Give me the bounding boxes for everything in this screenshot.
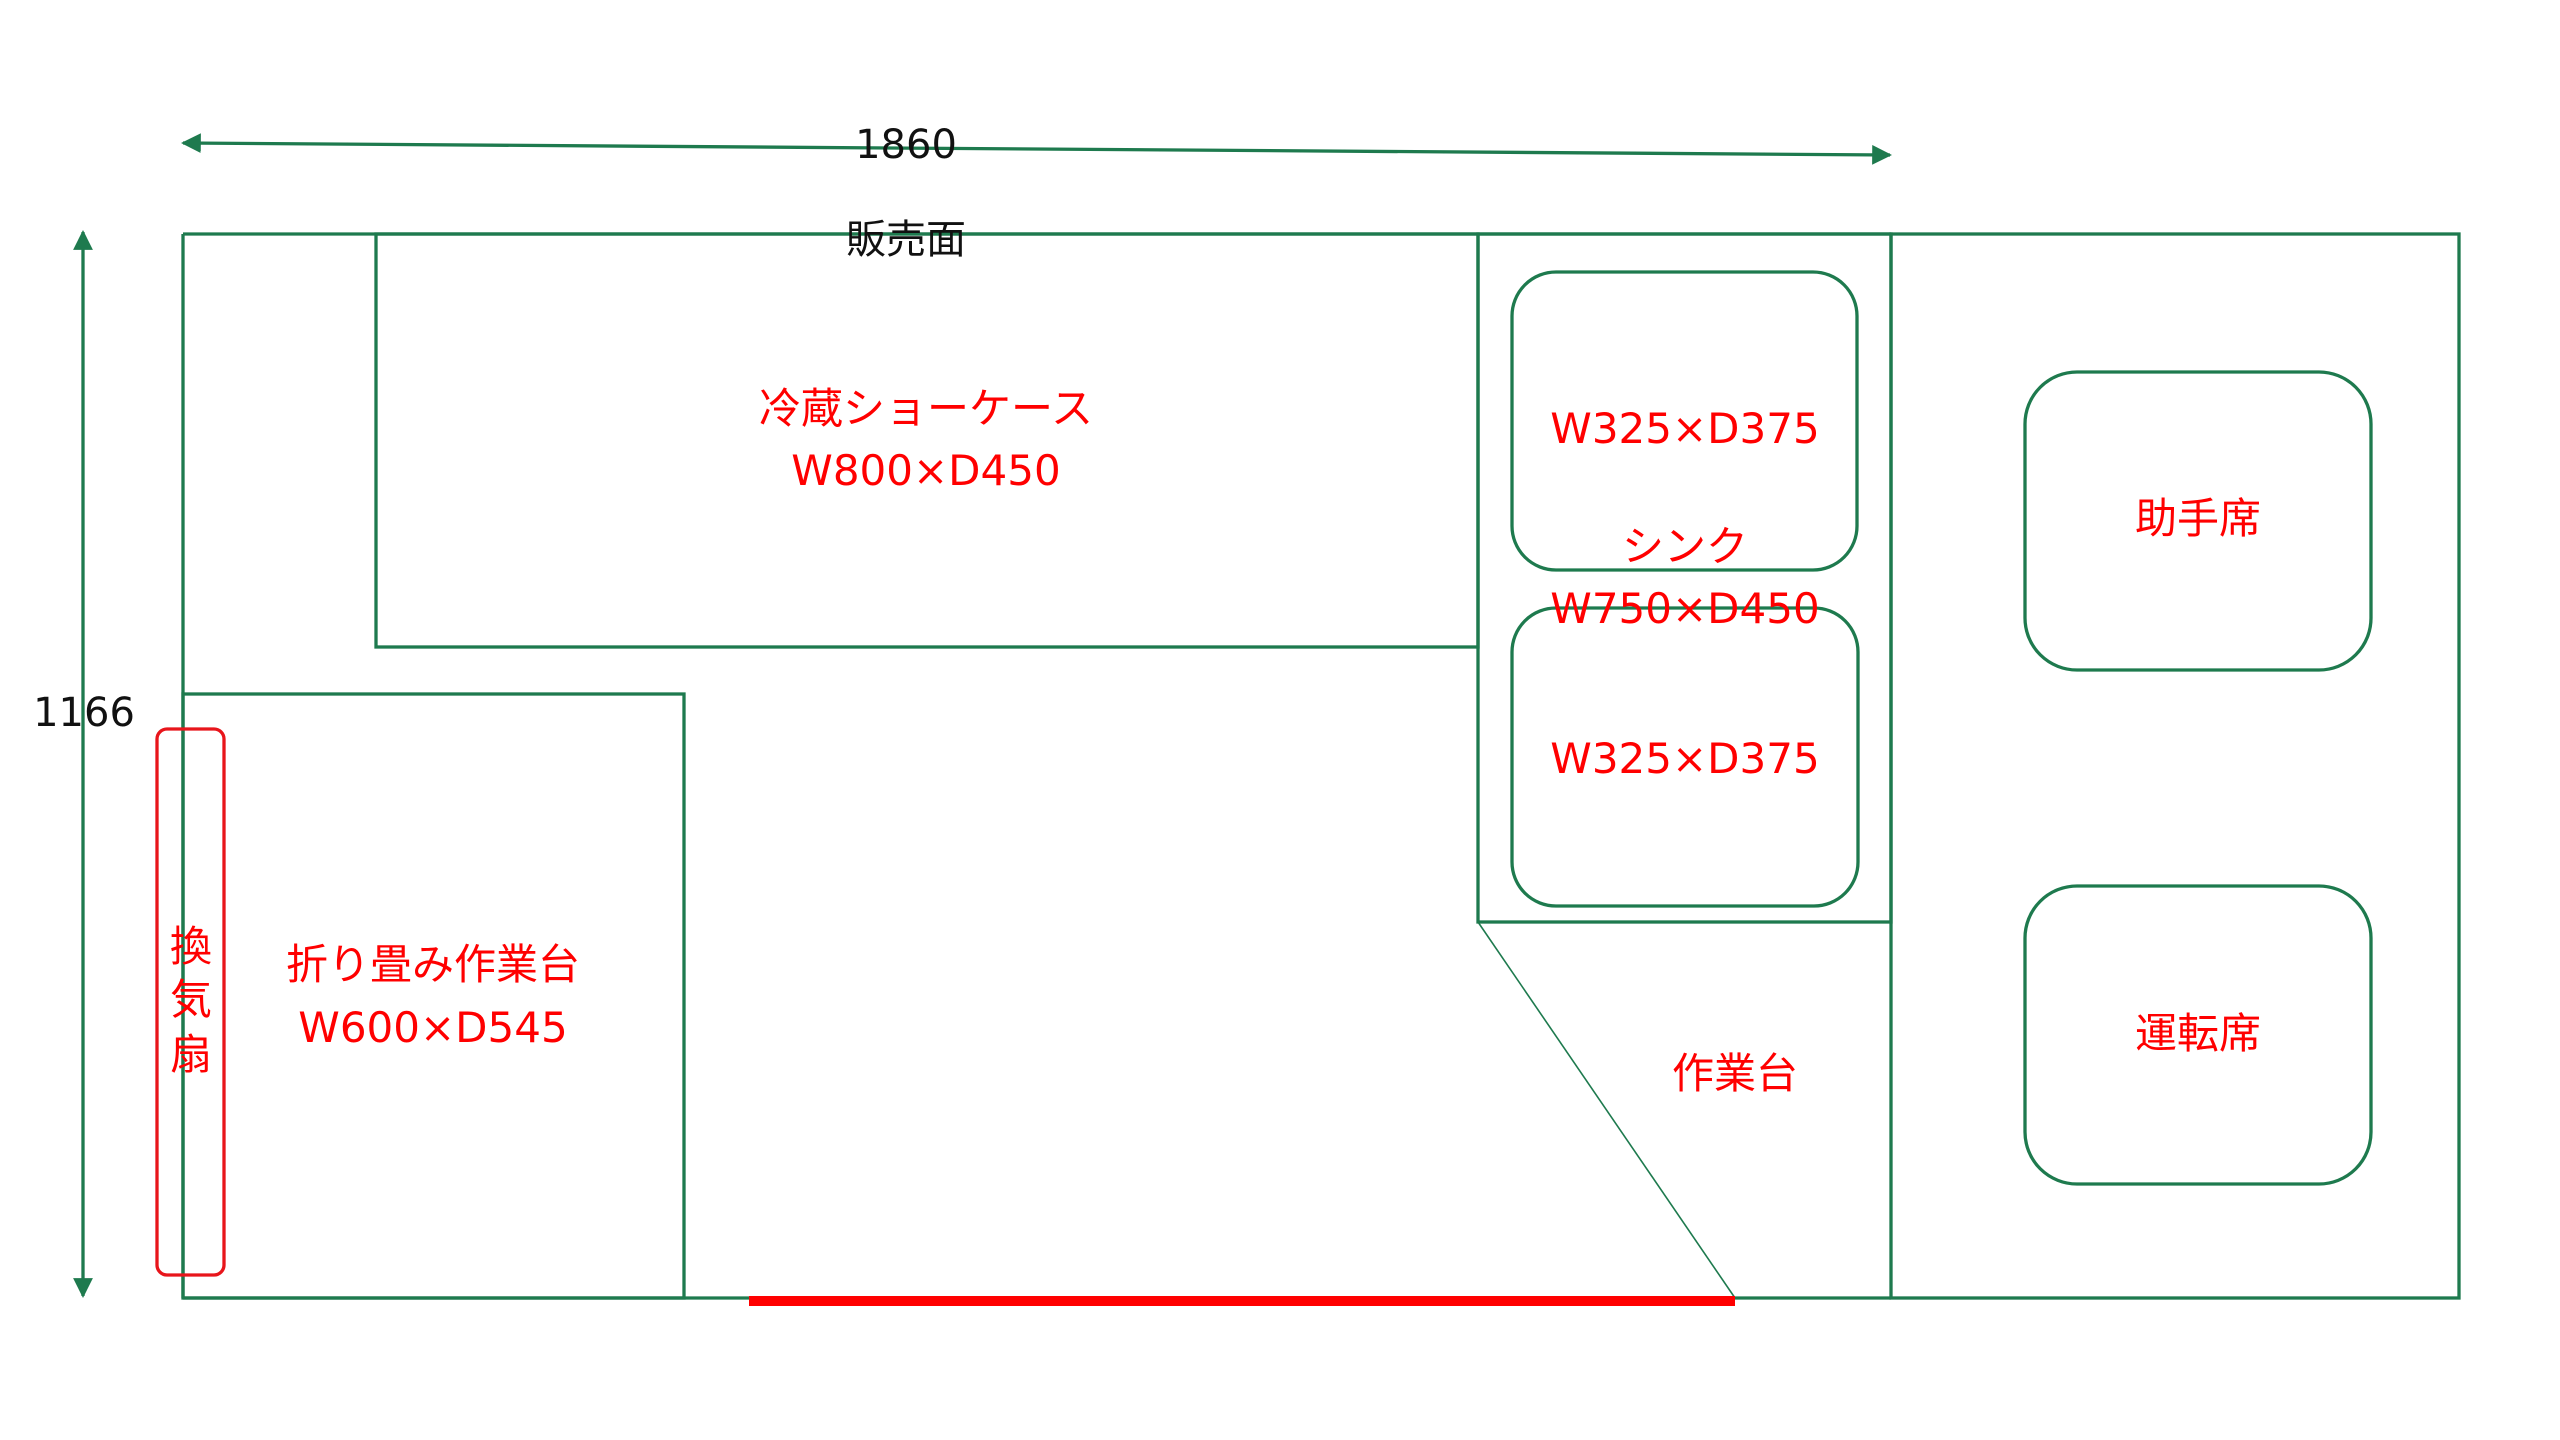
passenger-seat (2023, 370, 2373, 672)
sink-basin-2 (1510, 606, 1860, 908)
sales-side-label: 販売面 (846, 217, 966, 263)
showcase-name: 冷蔵ショーケース (759, 384, 1093, 433)
sink-basin-1 (1510, 270, 1859, 572)
sink-basin-2-size: W325×D375 (1550, 734, 1819, 783)
sink-name: シンク (1622, 522, 1748, 571)
ventilation-fan-char-2: 気 (170, 975, 212, 1024)
depth-dimension-label: 1166 (33, 690, 135, 736)
folding-work-table (181, 692, 686, 1300)
refrigerated-showcase (374, 232, 1480, 649)
passenger-seat-label: 助手席 (2135, 494, 2261, 543)
width-dimension-arrow (181, 133, 1892, 165)
cab-outline (1889, 232, 2461, 1300)
ventilation-fan-char-1: 換 (170, 922, 212, 971)
sink-size: W750×D450 (1550, 584, 1819, 633)
driver-seat (2023, 884, 2373, 1186)
work-table-label: 作業台 (1672, 1049, 1798, 1098)
sink-unit (1476, 232, 1893, 924)
driver-seat-label: 運転席 (2135, 1009, 2261, 1058)
width-dimension-label: 1860 (855, 122, 957, 168)
folding-table-size: W600×D545 (298, 1003, 567, 1052)
ventilation-fan (155, 727, 226, 1277)
showcase-size: W800×D450 (791, 446, 1060, 495)
folding-table-name: 折り畳み作業台 (286, 940, 580, 989)
work-table-edge (1477, 921, 1736, 1299)
ventilation-fan-char-3: 扇 (170, 1030, 212, 1079)
sink-basin-1-size: W325×D375 (1550, 404, 1819, 453)
